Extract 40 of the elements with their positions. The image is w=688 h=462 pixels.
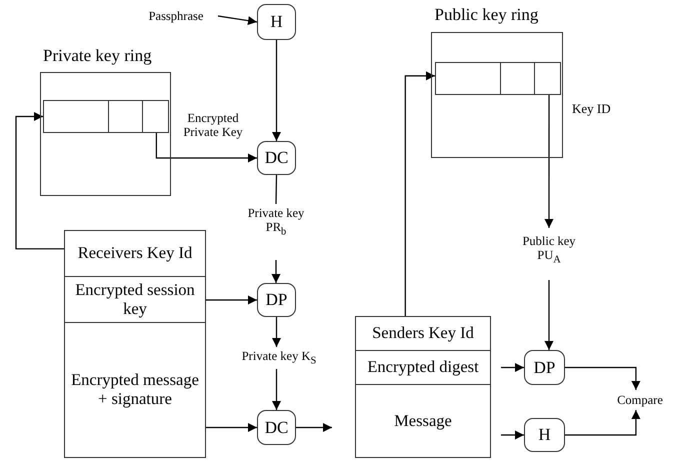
arrow: [272, 260, 280, 283]
key-label: Private key K$_{S}$: [230, 347, 328, 369]
arrow: [156, 133, 257, 162]
table-title: Public key ring: [434, 5, 538, 25]
arrow: [272, 317, 281, 347]
arrow: [501, 430, 524, 440]
key-ring-row: [43, 100, 169, 133]
arrow: [272, 40, 281, 141]
arrow: [501, 363, 524, 372]
decryption-function-box: DP: [524, 350, 565, 385]
table-title: Private key ring: [43, 46, 152, 66]
arrow: [272, 369, 281, 410]
decryption-function-box: DC: [257, 410, 296, 445]
arrow: [218, 15, 258, 26]
arrow: [544, 95, 554, 228]
key-label: Private key PR$_{b}$: [238, 204, 314, 240]
decryption-function-box: DP: [257, 283, 296, 317]
message-field: Receivers Key Id: [64, 230, 206, 277]
message-field: Encrypted session key: [64, 276, 206, 323]
field-label: Key ID: [572, 102, 611, 117]
message-field: Encrypted message + signature: [64, 322, 206, 458]
arrow: [565, 410, 640, 436]
decryption-function-box: DC: [257, 141, 296, 175]
key-label: Public key PU$_{A}$: [510, 232, 588, 268]
output-label: Compare: [606, 390, 674, 410]
message-field: Encrypted digest: [355, 350, 491, 385]
arrow: [404, 71, 435, 316]
message-field: Senders Key Id: [355, 316, 491, 351]
hash-function-box: H: [257, 4, 296, 40]
connector-line: [275, 174, 278, 204]
key-ring-row: [435, 62, 561, 95]
arrow: [206, 423, 257, 432]
hash-function-box: H: [524, 418, 565, 452]
arrow: [544, 280, 554, 350]
input-label: Passphrase: [140, 6, 212, 26]
message-field: Message: [355, 384, 491, 458]
arrow: [296, 423, 332, 432]
arrow: [15, 112, 64, 250]
arrow: [206, 296, 257, 304]
arrow: [565, 366, 640, 390]
